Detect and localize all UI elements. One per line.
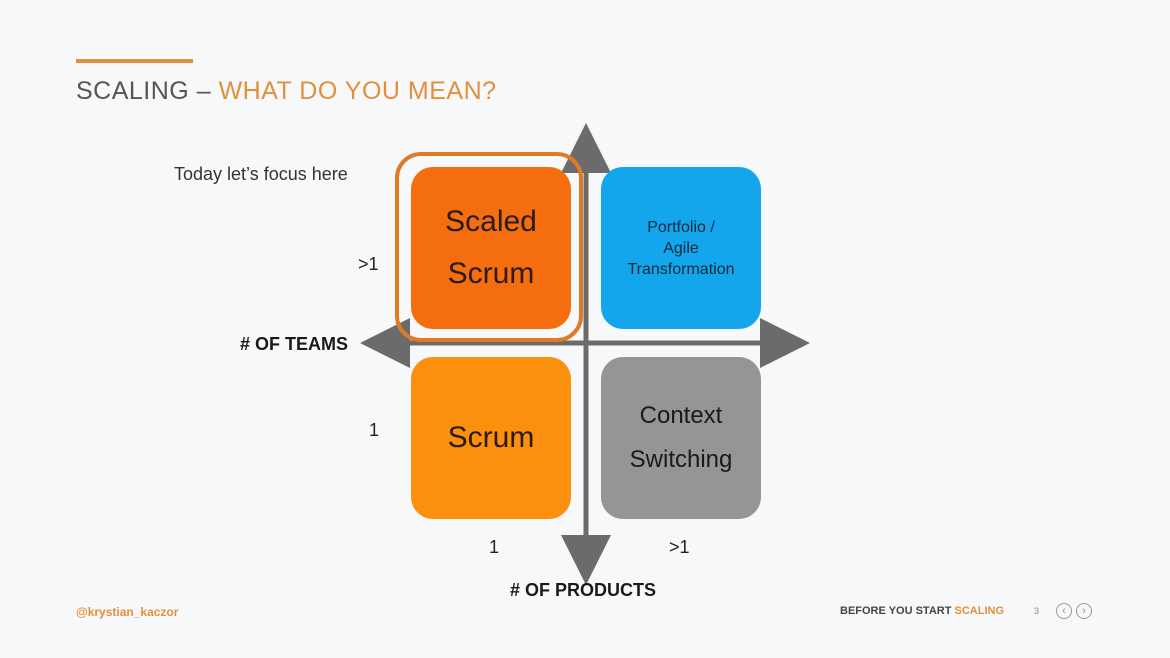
quadrant-context-line2: Switching <box>629 446 733 473</box>
slide-title: SCALING – WHAT DO YOU MEAN? <box>76 77 497 106</box>
quadrant-scrum-label: Scrum <box>447 421 535 454</box>
footer-tagline-prefix: BEFORE YOU START <box>840 605 955 617</box>
quadrant-portfolio-line2: Agile <box>663 239 699 257</box>
prev-slide-icon[interactable]: ‹ <box>1056 603 1072 619</box>
quadrant-scaled-scrum-line1: Scaled <box>445 205 537 238</box>
page-number: 3 <box>1034 606 1040 616</box>
y-axis-label: # OF TEAMS <box>240 334 349 354</box>
y-tick-high: >1 <box>358 254 379 274</box>
quadrant-scaled-scrum-line2: Scrum <box>447 257 535 290</box>
slide-title-prefix: SCALING – <box>76 77 219 105</box>
focus-note: Today let’s focus here <box>174 164 348 184</box>
x-axis-label: # OF PRODUCTS <box>510 580 657 600</box>
footer-tagline-accent: SCALING <box>954 605 1005 617</box>
title-accent-line <box>76 59 193 63</box>
quadrant-scrum: Scrum <box>411 357 571 519</box>
slide-title-accent: WHAT DO YOU MEAN? <box>218 77 497 105</box>
next-slide-icon[interactable]: › <box>1076 603 1092 619</box>
quadrant-portfolio-line1: Portfolio / <box>647 218 715 236</box>
footer-tagline: BEFORE YOU START SCALING <box>840 605 1004 617</box>
quadrant-portfolio-line3: Transformation <box>627 260 735 278</box>
footer-author-handle: @krystian_kaczor <box>76 605 179 619</box>
x-tick-high: >1 <box>669 537 690 557</box>
x-tick-low: 1 <box>489 537 500 557</box>
focus-highlight-frame <box>395 152 583 342</box>
y-tick-low: 1 <box>369 420 380 440</box>
quadrant-context-line1: Context <box>639 402 723 429</box>
